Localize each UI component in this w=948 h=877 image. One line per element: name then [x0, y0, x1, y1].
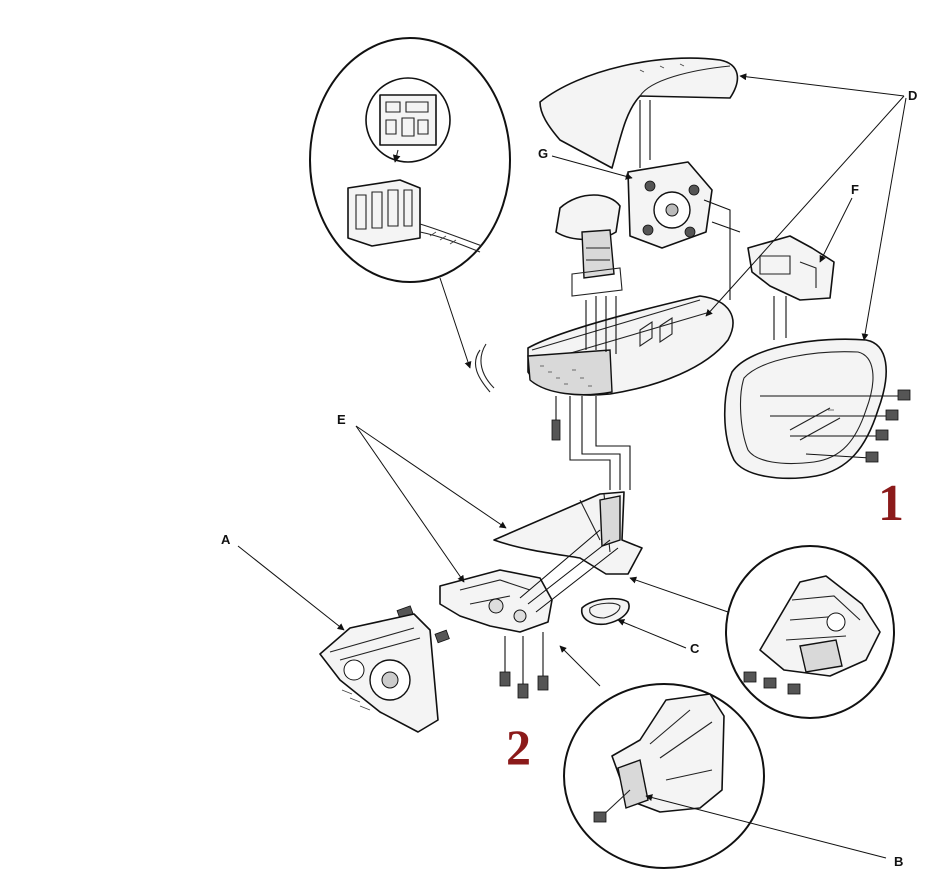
mirror-housing — [475, 295, 734, 396]
step-marker-2: 2 — [506, 719, 531, 775]
label-b: B — [894, 854, 903, 869]
gasket — [581, 597, 630, 626]
label-g: G — [538, 146, 548, 161]
mirror-cover — [539, 57, 739, 169]
base-detail-callout — [725, 545, 895, 719]
connector-callout — [309, 37, 511, 283]
mirror-glass — [723, 338, 887, 480]
clip-callout — [563, 683, 765, 869]
label-a: A — [221, 532, 231, 547]
label-e: E — [337, 412, 346, 427]
step-marker-1: 1 — [878, 475, 904, 532]
housing-screw — [551, 396, 561, 441]
mirror-motor — [555, 161, 713, 297]
mirror-base — [493, 491, 643, 575]
label-c: C — [690, 641, 700, 656]
inner-cover — [319, 613, 439, 733]
label-d: D — [908, 88, 917, 103]
fold-unit — [747, 235, 835, 340]
base-bracket — [439, 529, 619, 633]
label-f: F — [851, 182, 859, 197]
mirror-screws — [760, 389, 911, 463]
